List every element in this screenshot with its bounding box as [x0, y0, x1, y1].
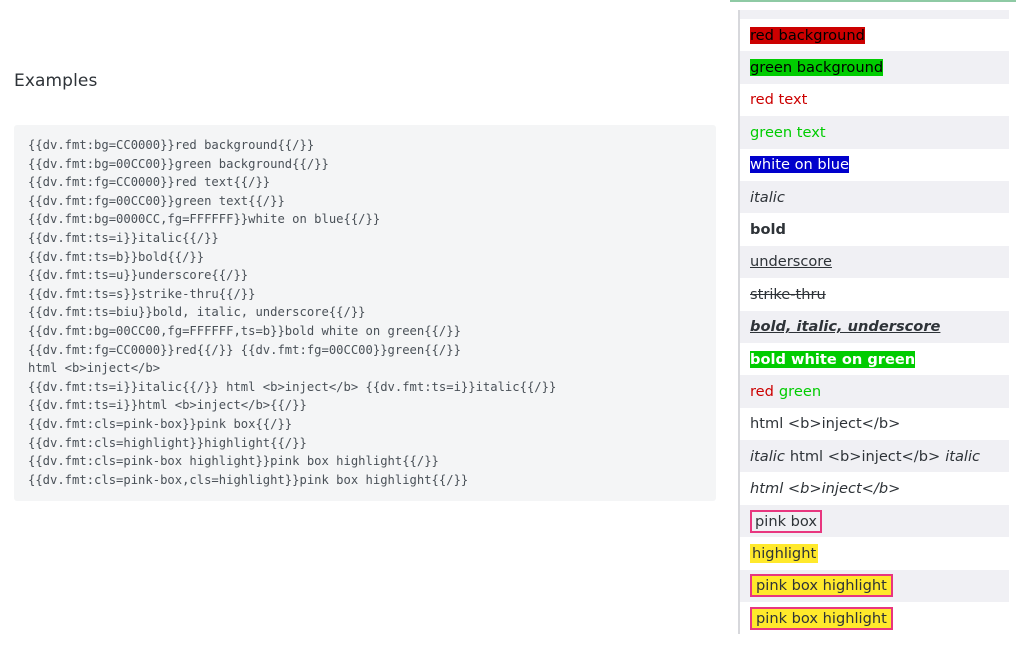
code-line: {{dv.fmt:bg=00CC00,fg=FFFFFF,ts=b}}bold … [28, 323, 461, 338]
results-pane: red background green background red text gr… [730, 0, 1016, 648]
result-text: bold [750, 221, 786, 239]
result-row: html <b>inject</b> [740, 472, 1009, 504]
result-text: red background [750, 26, 865, 44]
accent-rule [730, 0, 1016, 2]
left-pane: Examples {{dv.fmt:bg=CC0000}}red backgro… [14, 71, 716, 502]
result-row: bold, italic, underscore [740, 310, 1009, 343]
code-block: {{dv.fmt:bg=CC0000}}red background{{/}} {… [14, 125, 716, 502]
result-row: pink box highlight [740, 569, 1009, 603]
result-text: pink box [750, 509, 823, 533]
code-line: {{dv.fmt:cls=highlight}}highlight{{/}} [28, 435, 307, 450]
page-title: Examples [14, 71, 98, 91]
results-list-inner: red background green background red text gr… [738, 10, 1016, 635]
result-row: green text [740, 116, 1009, 149]
result-segment: italic [945, 447, 981, 465]
result-text: italic [750, 188, 785, 206]
code-line: {{dv.fmt:bg=00CC00}}green background{{/}… [28, 156, 329, 171]
result-text: pink box highlight [750, 606, 893, 630]
result-row: underscore [740, 245, 1009, 279]
result-row: pink box highlight [740, 602, 1009, 634]
result-text: html <b>inject</b> [750, 480, 901, 498]
result-row: bold white on green [740, 343, 1009, 375]
result-text: bold white on green [750, 350, 916, 368]
result-row: bold [740, 213, 1009, 245]
result-row: green background [740, 51, 1009, 84]
code-line: {{dv.fmt:bg=0000CC,fg=FFFFFF}}white on b… [28, 212, 381, 227]
code-line: {{dv.fmt:fg=CC0000}}red text{{/}} [28, 175, 271, 190]
code-line: {{dv.fmt:ts=i}}italic{{/}} html <b>injec… [28, 379, 557, 394]
result-segment: italic [750, 447, 785, 465]
result-row: red background [740, 19, 1009, 51]
code-line: {{dv.fmt:ts=i}}html <b>inject</b>{{/}} [28, 398, 307, 413]
results-top-spacer [740, 10, 1009, 19]
result-row: strike-thru [740, 278, 1009, 310]
result-text: strike-thru [750, 285, 826, 303]
code-line: {{dv.fmt:ts=s}}strike-thru{{/}} [28, 286, 256, 301]
code-line: {{dv.fmt:fg=CC0000}}red{{/}} {{dv.fmt:fg… [28, 342, 461, 357]
code-line: {{dv.fmt:fg=00CC00}}green text{{/}} [28, 193, 285, 208]
result-segment: green [778, 382, 822, 400]
result-row: html <b>inject</b> [740, 408, 1009, 440]
code-line: {{dv.fmt:ts=i}}italic{{/}} [28, 230, 219, 245]
result-text: green text [750, 123, 826, 141]
code-line: {{dv.fmt:cls=pink-box}}pink box{{/}} [28, 416, 293, 431]
result-segment: html <b>inject</b> [789, 447, 941, 465]
code-block-text: {{dv.fmt:bg=CC0000}}red background{{/}} {… [28, 136, 702, 489]
result-text: pink box highlight [750, 574, 893, 598]
result-text: bold, italic, underscore [750, 318, 941, 336]
result-row: highlight [740, 537, 1009, 569]
results-list: red background green background red text gr… [738, 10, 1016, 635]
result-text: underscore [750, 253, 832, 271]
result-segment: red [750, 382, 774, 400]
result-text: html <b>inject</b> [750, 415, 901, 433]
result-row: italic [740, 180, 1009, 214]
result-text: red text [750, 91, 808, 109]
code-line: {{dv.fmt:ts=u}}underscore{{/}} [28, 268, 249, 283]
result-text: white on blue [750, 156, 849, 174]
result-text: highlight [750, 543, 819, 563]
result-row: white on blue [740, 149, 1009, 181]
code-line: html <b>inject</b> [28, 361, 161, 376]
code-line: {{dv.fmt:bg=CC0000}}red background{{/}} [28, 138, 315, 152]
code-line: {{dv.fmt:ts=b}}bold{{/}} [28, 249, 205, 264]
code-line: {{dv.fmt:cls=pink-box highlight}}pink bo… [28, 454, 439, 469]
result-text: green background [750, 59, 884, 77]
code-line: {{dv.fmt:ts=biu}}bold, italic, underscor… [28, 305, 366, 320]
result-row: pink box [740, 504, 1009, 538]
result-row: red text [740, 84, 1009, 116]
code-line: {{dv.fmt:cls=pink-box,cls=highlight}}pin… [28, 472, 469, 487]
